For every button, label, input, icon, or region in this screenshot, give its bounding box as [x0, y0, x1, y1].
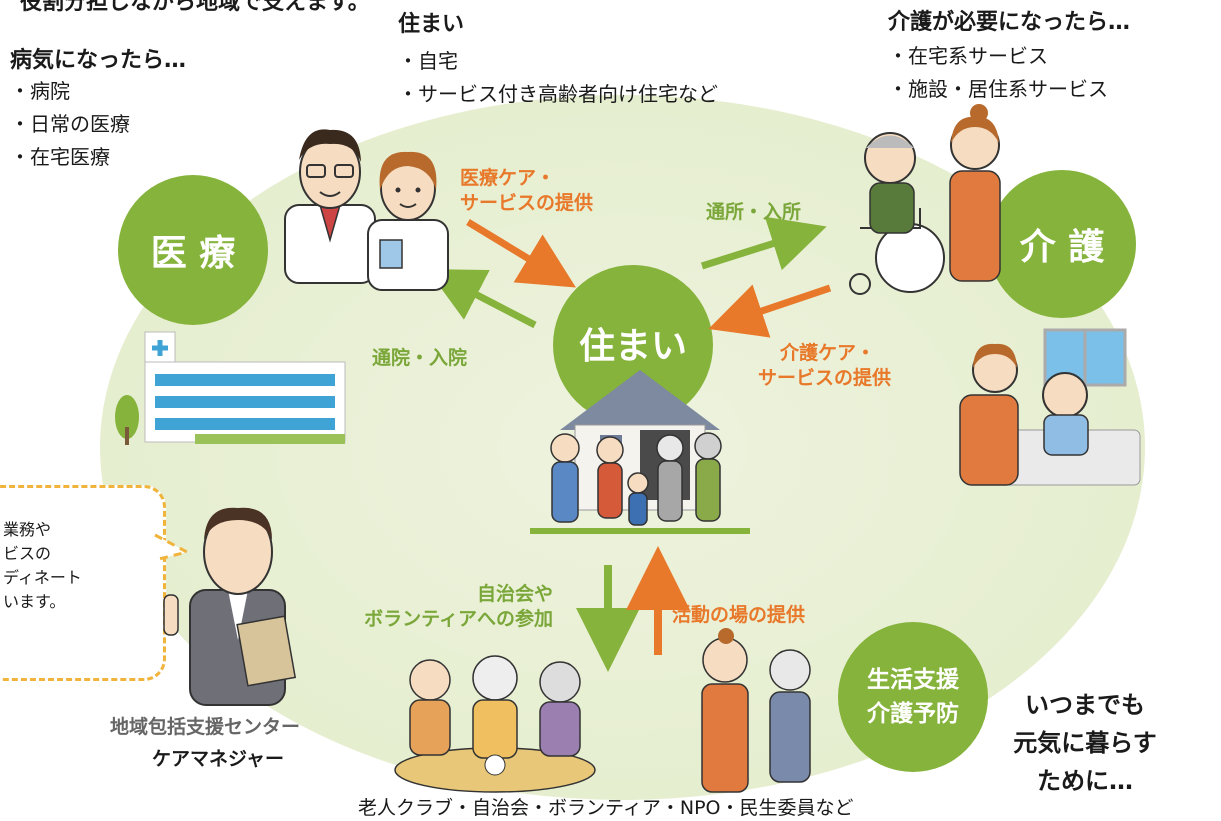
home-to-care-arrow: [700, 216, 827, 271]
community-label-1: 自治会や: [477, 583, 554, 605]
center-manager: ケアマネジャー: [152, 748, 285, 770]
bubble-tail: [154, 533, 192, 562]
doctor-icon: [284, 129, 376, 284]
bedridden-elder-icon: [959, 328, 1141, 486]
medical-circle-label: 医 療: [150, 233, 236, 274]
hospital-item: ・日常の医療: [10, 112, 130, 136]
bubble-line: 業務や: [3, 520, 52, 539]
medical-care-label-2: サービスの提供: [460, 192, 594, 214]
center-name: 地域包括支援センター: [110, 716, 301, 738]
care-circle: 介 護: [988, 170, 1136, 318]
slogan: いつまでも 元気に暮らす ために…: [990, 686, 1180, 800]
speech-bubble: 業務や ビスの ディネート います。: [0, 485, 166, 681]
community-label: 自治会や ボランティアへの参加: [325, 582, 553, 632]
tea-party-icon: [394, 655, 596, 793]
daycare-label: 通所・入所: [706, 201, 802, 223]
community-label-2: ボランティアへの参加: [364, 608, 554, 630]
life-support-circle: 生活支援 介護予防: [838, 622, 988, 772]
hospital-visit-label: 通院・入院: [372, 347, 468, 369]
care-manager-icon: [163, 507, 297, 706]
home-header: 住まい: [398, 12, 465, 37]
nurse-icon: [367, 151, 449, 291]
caregiver-icon: [949, 104, 1001, 282]
hospital-item: ・在宅医療: [10, 145, 110, 169]
care-header: 介護が必要になったら…: [888, 10, 1131, 35]
medical-to-home-arrow: [466, 219, 576, 288]
home-circle: 住まい: [553, 265, 713, 425]
home-item: ・自宅: [398, 49, 458, 73]
care-item: ・在宅系サービス: [888, 44, 1048, 68]
walking-support-icon: [701, 628, 811, 793]
life-support-label-2: 介護予防: [867, 701, 959, 727]
medical-care-label: 医療ケア・ サービスの提供: [460, 166, 593, 216]
slogan-line: いつまでも: [1025, 691, 1145, 719]
life-support-label-1: 生活支援: [867, 667, 959, 693]
home-circle-label: 住まい: [578, 326, 687, 367]
bubble-line: ビスの: [3, 544, 52, 563]
medical-care-label-1: 医療ケア・: [460, 167, 556, 189]
hospital-item: ・病院: [10, 79, 70, 103]
bubble-line: います。: [3, 592, 66, 611]
slogan-line: 元気に暮らす: [1013, 729, 1157, 757]
care-to-home-arrow: [708, 284, 832, 338]
medical-circle: 医 療: [118, 175, 268, 325]
home-list: ・自宅 ・サービス付き高齢者向け住宅など: [398, 45, 718, 111]
home-item: ・サービス付き高齢者向け住宅など: [398, 82, 718, 106]
family-icon: [530, 432, 750, 534]
care-service-label-1: 介護ケア・: [780, 342, 876, 364]
activity-place-label: 活動の場の提供: [672, 604, 806, 626]
slogan-line: ために…: [1037, 767, 1133, 795]
hospital-list: ・病院 ・日常の医療 ・在宅医療: [10, 75, 130, 174]
care-service-label: 介護ケア・ サービスの提供: [758, 341, 891, 391]
care-list: ・在宅系サービス ・施設・居住系サービス: [888, 40, 1108, 106]
hospital-header: 病気になったら…: [10, 48, 187, 73]
care-service-label-2: サービスの提供: [758, 367, 892, 389]
wheelchair-elder-icon: [849, 132, 945, 295]
bubble-text: 業務や ビスの ディネート います。: [3, 518, 82, 614]
care-item: ・施設・居住系サービス: [888, 77, 1108, 101]
home-to-medical-arrow: [427, 269, 537, 329]
care-circle-label: 介 護: [1019, 227, 1105, 268]
top-cut-text: 役割分担しながら地域で支えます。: [20, 0, 370, 15]
hospital-building-icon: [115, 331, 346, 445]
bubble-line: ディネート: [3, 568, 82, 587]
footer-text: 老人クラブ・自治会・ボランティア・NPO・民生委員など: [358, 797, 854, 819]
